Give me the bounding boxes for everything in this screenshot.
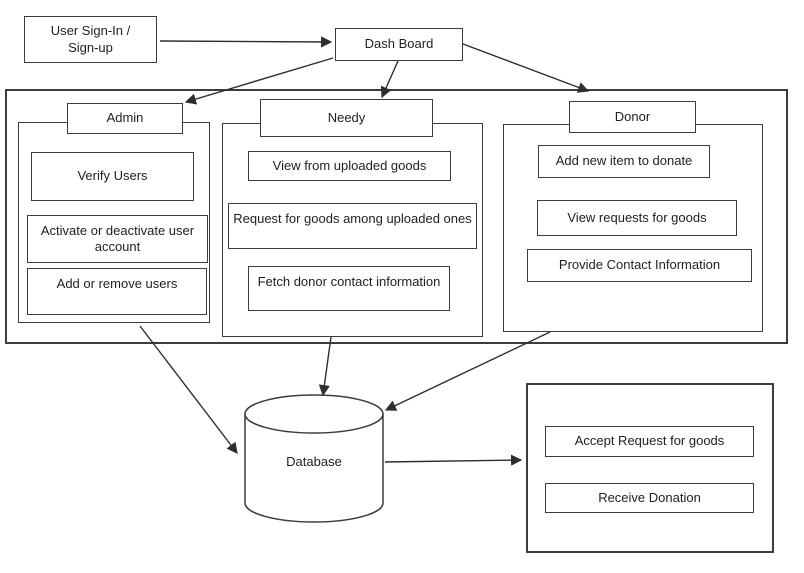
node-dashboard: Dash Board	[335, 28, 463, 61]
needy-item-fetch-contact: Fetch donor contact information	[248, 266, 450, 311]
database-label: Database	[286, 454, 342, 469]
admin-item-activate-deactivate: Activate or deactivate user account	[27, 215, 208, 263]
edge-database-to-receiver	[384, 454, 523, 466]
needy-section-title: Needy	[260, 99, 433, 137]
receiver-container	[526, 383, 774, 553]
donor-section-title: Donor	[569, 101, 696, 133]
admin-item-verify-users: Verify Users	[31, 152, 194, 201]
receiver-item-accept-request: Accept Request for goods	[545, 426, 754, 457]
donor-item-provide-contact: Provide Contact Information	[527, 249, 752, 282]
donor-item-add-new-item: Add new item to donate	[538, 145, 710, 178]
admin-item-add-remove-users: Add or remove users	[27, 268, 207, 315]
admin-section-title: Admin	[67, 103, 183, 134]
edge-signin-to-dashboard	[159, 36, 333, 48]
needy-item-view-goods: View from uploaded goods	[248, 151, 451, 181]
node-user-signin: User Sign-In / Sign-up	[24, 16, 157, 63]
edge-admin-to-database	[139, 325, 238, 454]
receiver-item-receive-donation: Receive Donation	[545, 483, 754, 513]
edge-dashboard-to-donor	[462, 43, 590, 93]
edge-needy-to-database	[318, 336, 332, 397]
donor-item-view-requests: View requests for goods	[537, 200, 737, 236]
needy-item-request-goods: Request for goods among uploaded ones	[228, 203, 477, 249]
user-signin-label: User Sign-In / Sign-up	[50, 23, 131, 55]
